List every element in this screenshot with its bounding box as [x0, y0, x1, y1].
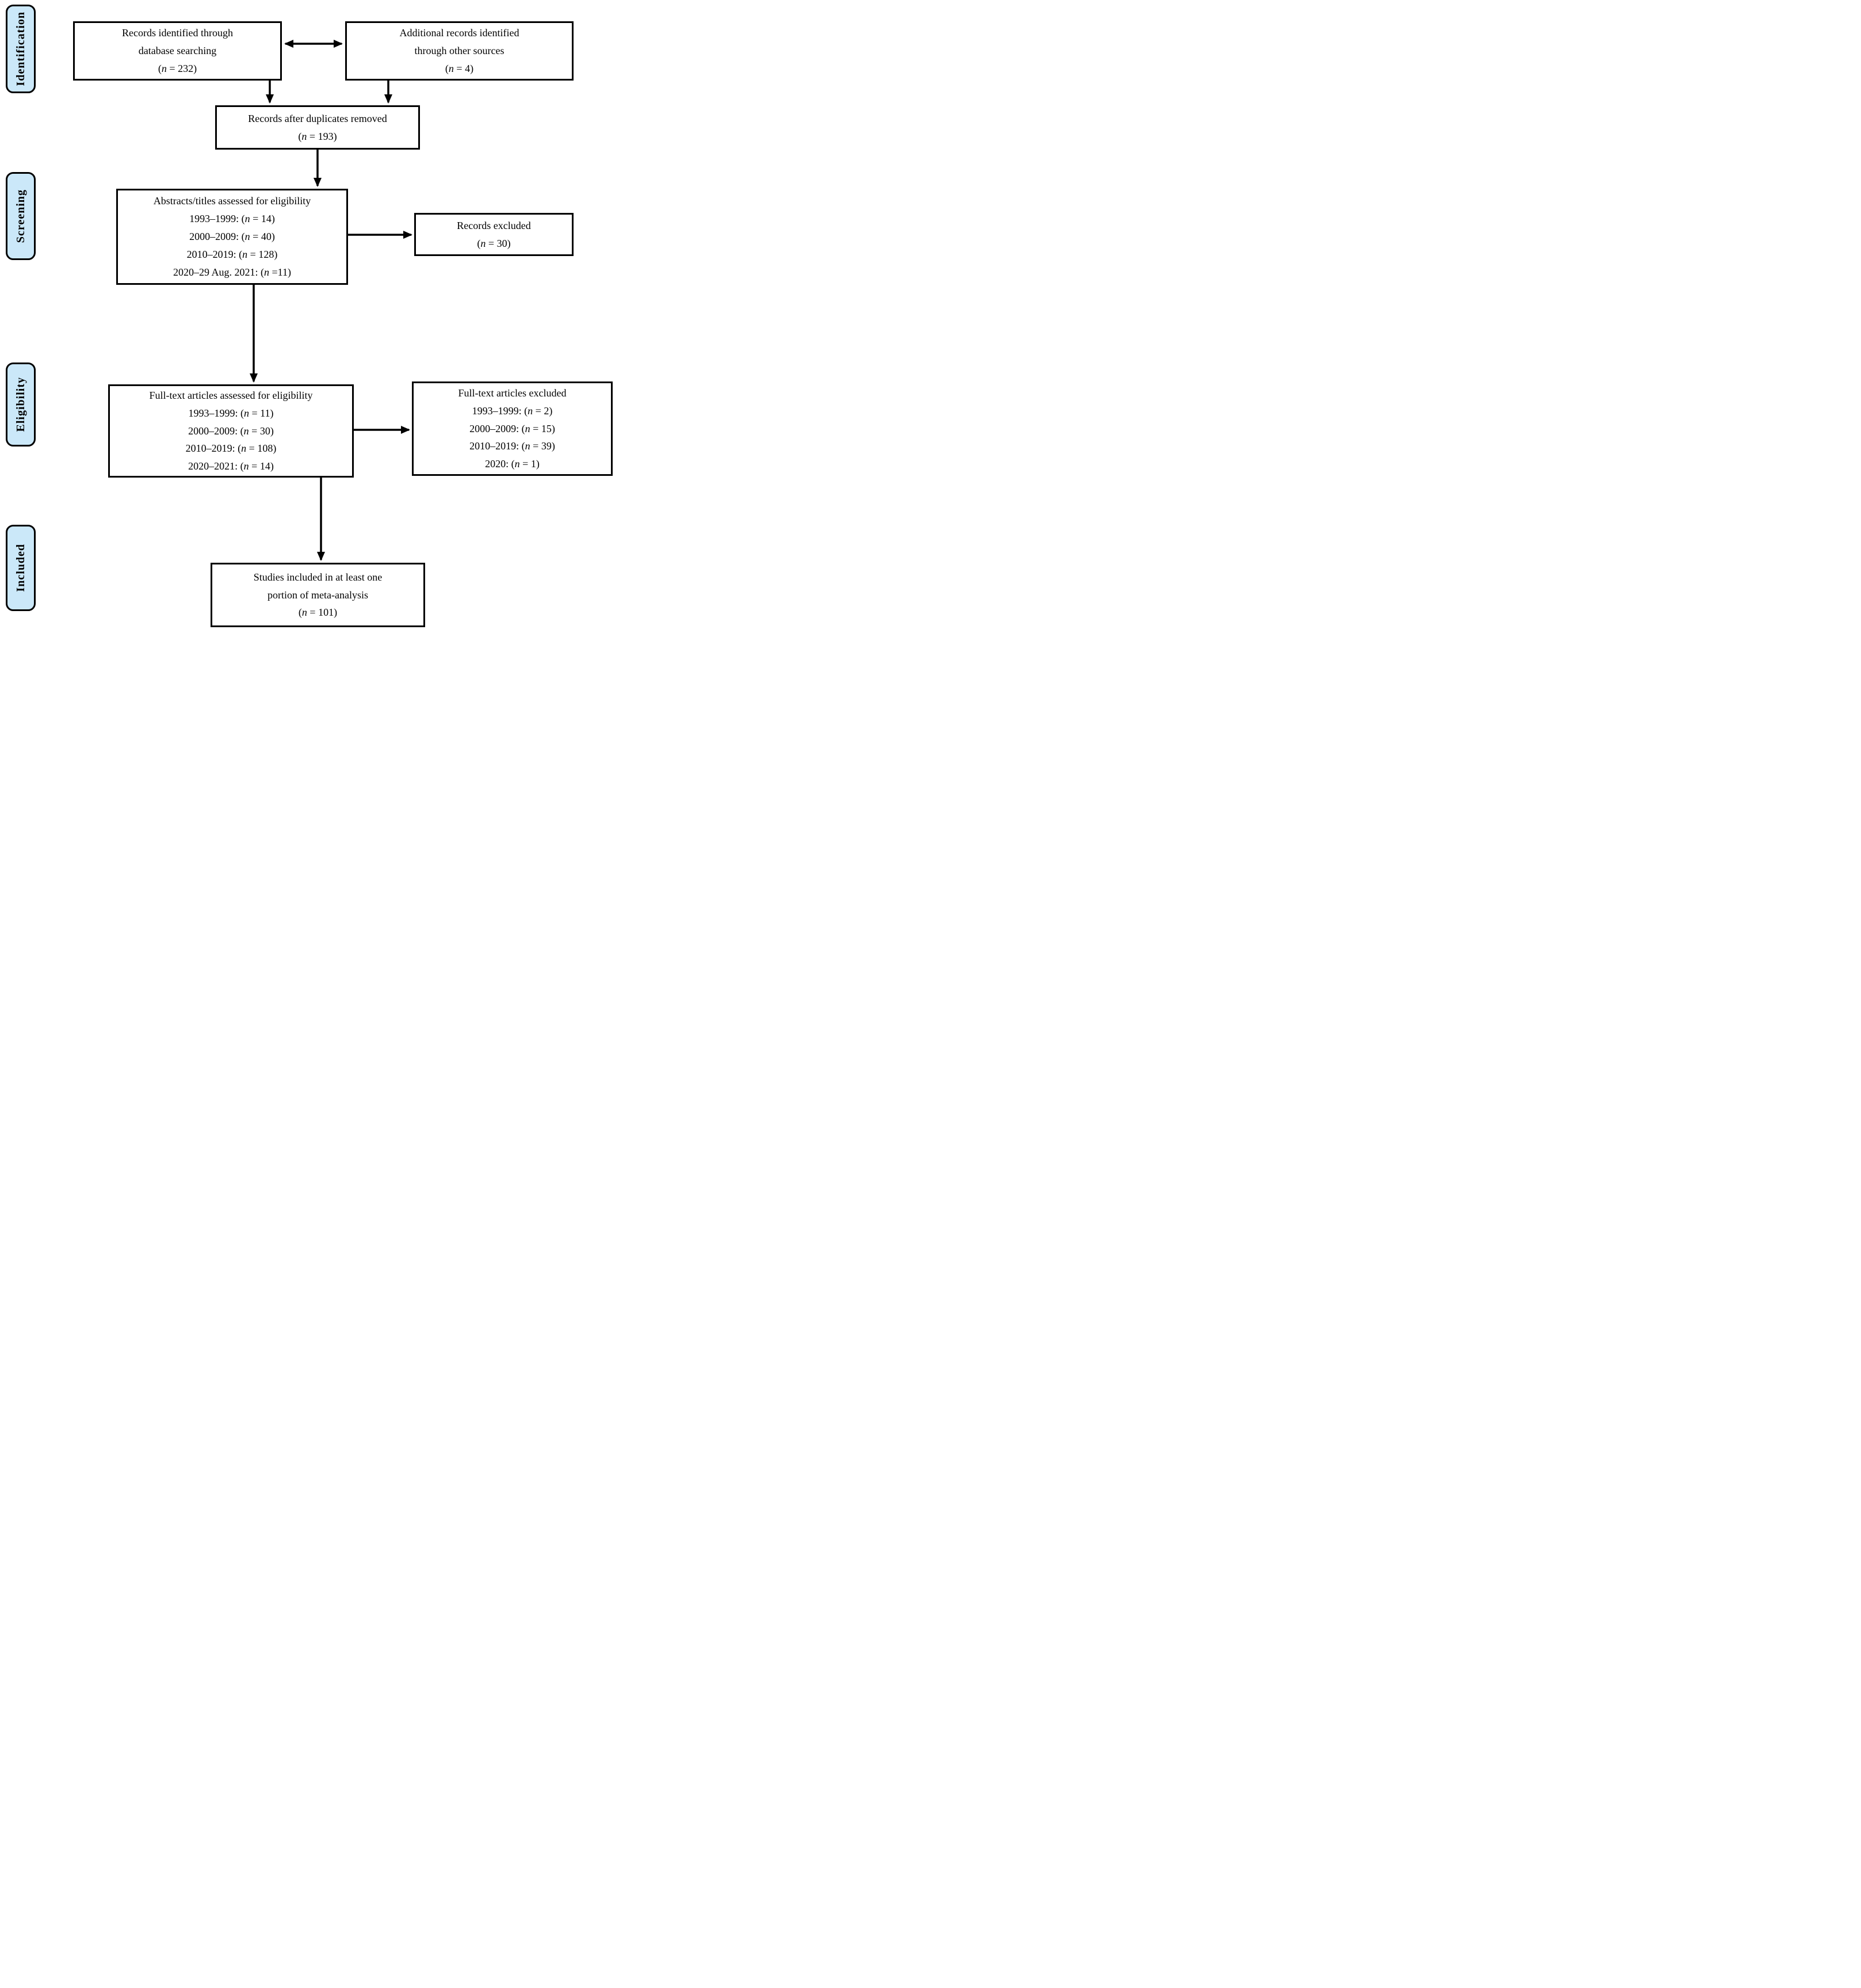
stage-label-eligibility: Eligibility — [6, 363, 36, 447]
stage-label-identification-text: Identification — [14, 12, 27, 86]
box-fulltext-articles-assessed: Full-text articles assessed for eligibil… — [108, 384, 354, 478]
stage-label-eligibility-text: Eligibility — [14, 377, 27, 432]
prisma-flow-diagram: Identification Screening Eligibility Inc… — [0, 0, 620, 663]
box-records-excluded: Records excluded(n = 30) — [414, 213, 574, 256]
stage-label-included: Included — [6, 525, 36, 611]
box-records-after-duplicates-removed: Records after duplicates removed(n = 193… — [215, 105, 420, 150]
stage-label-screening: Screening — [6, 172, 36, 260]
box-abstracts-titles-assessed: Abstracts/titles assessed for eligibilit… — [116, 189, 348, 285]
stage-label-identification: Identification — [6, 5, 36, 93]
stage-label-screening-text: Screening — [14, 189, 27, 243]
stage-label-included-text: Included — [14, 544, 27, 592]
